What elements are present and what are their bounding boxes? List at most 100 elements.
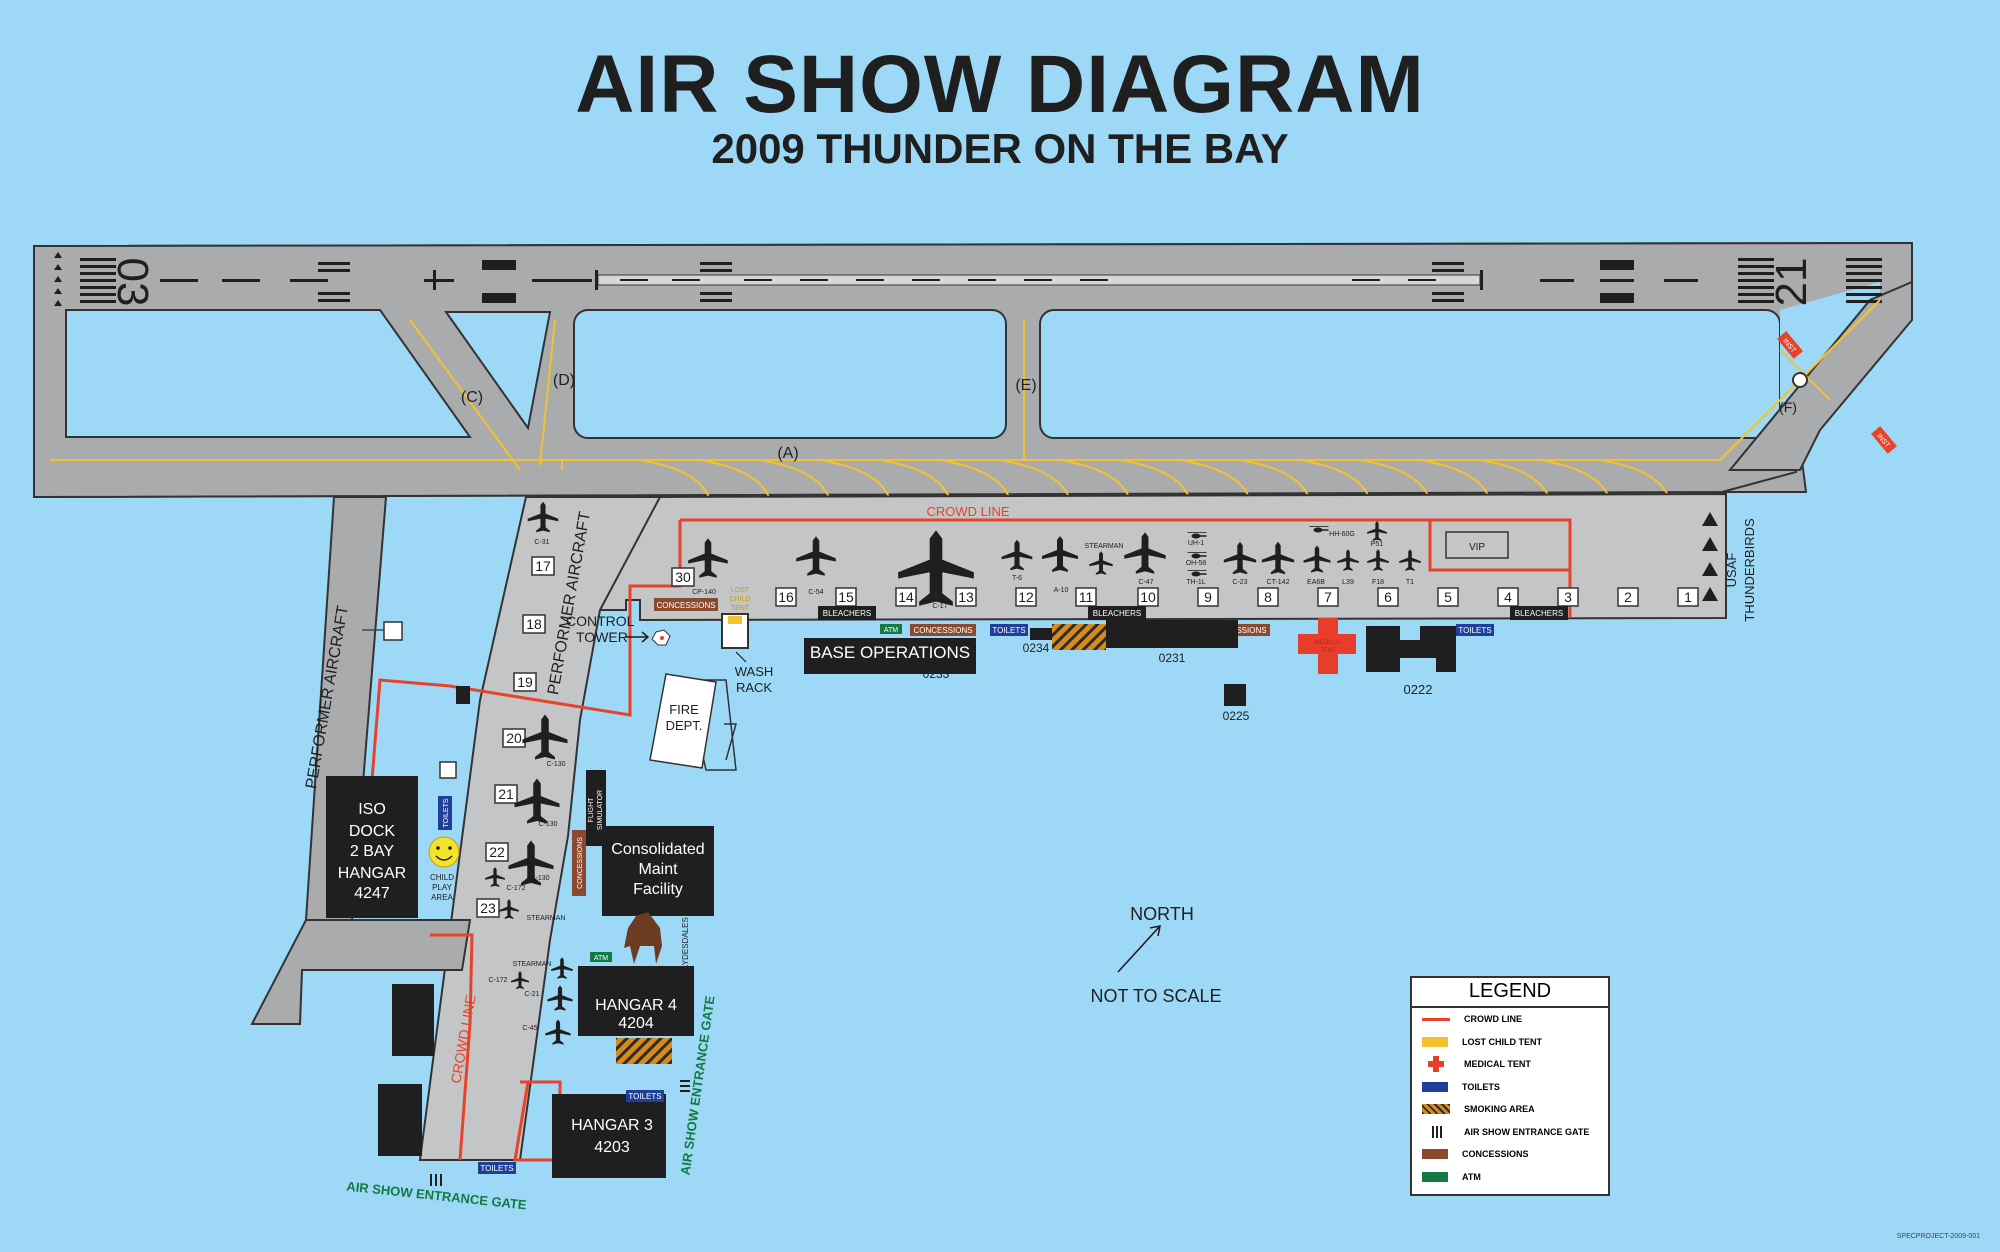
svg-text:23: 23 [480, 900, 496, 916]
parking-spot-22: 22 [485, 842, 509, 862]
svg-text:C-130: C-130 [530, 875, 549, 882]
svg-text:HH-60G: HH-60G [1329, 531, 1355, 538]
svg-text:4247: 4247 [354, 885, 390, 902]
svg-text:TOILETS: TOILETS [992, 626, 1025, 635]
svg-text:22: 22 [489, 844, 505, 860]
svg-text:T-6: T-6 [1012, 575, 1022, 582]
legend-item-toilets: TOILETS [1412, 1076, 1608, 1099]
building-0225-block [1224, 684, 1246, 706]
usaf-thunderbirds-label: USAF THUNDERBIRDS [1724, 518, 1757, 622]
runway-system [33, 241, 1913, 499]
svg-text:C-31: C-31 [534, 539, 549, 546]
performer-lower-apron [250, 919, 472, 1025]
parking-spot-13: 13 [955, 587, 977, 607]
legend-swatch [1422, 1056, 1450, 1073]
svg-text:4203: 4203 [594, 1139, 630, 1156]
legend-swatch [1422, 1017, 1450, 1021]
svg-text:7: 7 [1324, 589, 1332, 605]
svg-text:CONCESSIONS: CONCESSIONS [913, 626, 972, 635]
small-building-1 [456, 686, 470, 704]
legend-label: CROWD LINE [1464, 1014, 1522, 1025]
parking-spot-7: 7 [1317, 587, 1339, 607]
svg-text:C-17: C-17 [932, 603, 947, 610]
footer-code: SPECPROJECT-2009-001 [1896, 1233, 1980, 1240]
svg-text:18: 18 [526, 616, 542, 632]
legend-swatch [1422, 1125, 1450, 1138]
concessions-tag-2: CONCESSIONS [910, 624, 976, 636]
svg-text:DEPT.: DEPT. [666, 718, 703, 733]
fire-dept-label: FIRE DEPT. [666, 702, 703, 733]
hangar-3-building [552, 1094, 666, 1178]
toilets-tag-3: TOILETS [438, 796, 452, 830]
infield-west [65, 309, 472, 438]
control-tower-label: CONTROL TOWER [566, 613, 635, 645]
svg-text:21: 21 [498, 786, 514, 802]
svg-text:HANGAR: HANGAR [338, 865, 406, 882]
parking-spot-14: 14 [895, 587, 917, 607]
svg-text:FLIGHT: FLIGHT [588, 797, 595, 823]
svg-text:12: 12 [1018, 589, 1034, 605]
svg-text:DOCK: DOCK [349, 823, 396, 840]
svg-text:C-23: C-23 [1232, 579, 1247, 586]
horse-icon [624, 912, 662, 964]
clydesdales-area: CLYDESDALES [624, 912, 690, 975]
map-title: AIR SHOW DIAGRAM [575, 39, 1425, 130]
wash-rack-label: WASH RACK [735, 664, 774, 695]
parking-spot-15: 15 [835, 587, 857, 607]
svg-text:15: 15 [838, 589, 854, 605]
lost-child-tent: LOST CHILD TENT [721, 587, 751, 649]
svg-text:CT-142: CT-142 [1267, 579, 1290, 586]
svg-text:WASH: WASH [735, 664, 774, 679]
svg-text:AREA: AREA [431, 893, 453, 902]
svg-text:4204: 4204 [618, 1015, 654, 1032]
legend-label: TOILETS [1462, 1081, 1500, 1092]
svg-text:BLEACHERS: BLEACHERS [1515, 609, 1563, 618]
shelter-1 [383, 621, 403, 641]
svg-text:STEARMAN: STEARMAN [1085, 543, 1124, 550]
hangar-4-building [578, 966, 694, 1036]
toilets-tag-4: TOILETS [626, 1090, 664, 1102]
svg-text:19: 19 [517, 674, 533, 690]
legend-item-lost-child-tent: LOST CHILD TENT [1412, 1031, 1608, 1054]
legend-item-smoking-area: SMOKING AREA [1412, 1098, 1608, 1121]
atm-tag-1: ATM [880, 624, 902, 634]
legend-swatch [1422, 1104, 1450, 1115]
building-0222-block [1366, 626, 1456, 672]
svg-text:11: 11 [1079, 589, 1094, 605]
taxiway-e-label: (E) [1015, 377, 1036, 394]
parking-spot-17: 17 [531, 556, 555, 576]
inst-sign-2: INST [1871, 426, 1897, 454]
not-to-scale-label: NOT TO SCALE [1090, 986, 1221, 1006]
svg-text:STEARMAN: STEARMAN [513, 961, 552, 968]
svg-text:3: 3 [1564, 589, 1572, 605]
svg-text:C-130: C-130 [546, 761, 565, 768]
taxiway-a-label: (A) [777, 445, 798, 462]
parking-spot-9: 9 [1197, 587, 1219, 607]
consolidated-maint-label: Consolidated Maint Facility [611, 841, 704, 898]
svg-text:LOST: LOST [731, 587, 750, 594]
svg-text:6: 6 [1384, 589, 1392, 605]
parking-block-2 [378, 1084, 422, 1156]
svg-text:F18: F18 [1372, 579, 1384, 586]
concessions-tag-4: CONCESSIONS [572, 830, 586, 896]
legend-item-atm: ATM [1412, 1166, 1608, 1189]
child-play-area: CHILD PLAY AREA [428, 836, 460, 902]
svg-text:C-130: C-130 [538, 821, 557, 828]
windsock-icon [1792, 372, 1808, 388]
svg-text:C-172: C-172 [488, 977, 507, 984]
svg-text:17: 17 [535, 558, 551, 574]
svg-text:2 BAY: 2 BAY [350, 843, 395, 860]
spot-30: 30 [671, 567, 695, 587]
svg-text:CLYDESDALES: CLYDESDALES [681, 917, 690, 975]
svg-text:14: 14 [898, 589, 914, 605]
svg-text:T1: T1 [1406, 579, 1414, 586]
svg-text:C-45: C-45 [522, 1025, 537, 1032]
runway-end-21: 21 [1767, 258, 1816, 307]
hangar-4-label: HANGAR 4 4204 [595, 997, 677, 1032]
legend-label: AIR SHOW ENTRANCE GATE [1464, 1126, 1590, 1137]
parking-spot-12: 12 [1015, 587, 1037, 607]
north-arrow-icon [1117, 924, 1162, 973]
control-tower-arrow [626, 631, 650, 643]
legend-label: CONCESSIONS [1462, 1149, 1529, 1160]
legend-item-crowd-line: CROWD LINE [1412, 1008, 1608, 1031]
